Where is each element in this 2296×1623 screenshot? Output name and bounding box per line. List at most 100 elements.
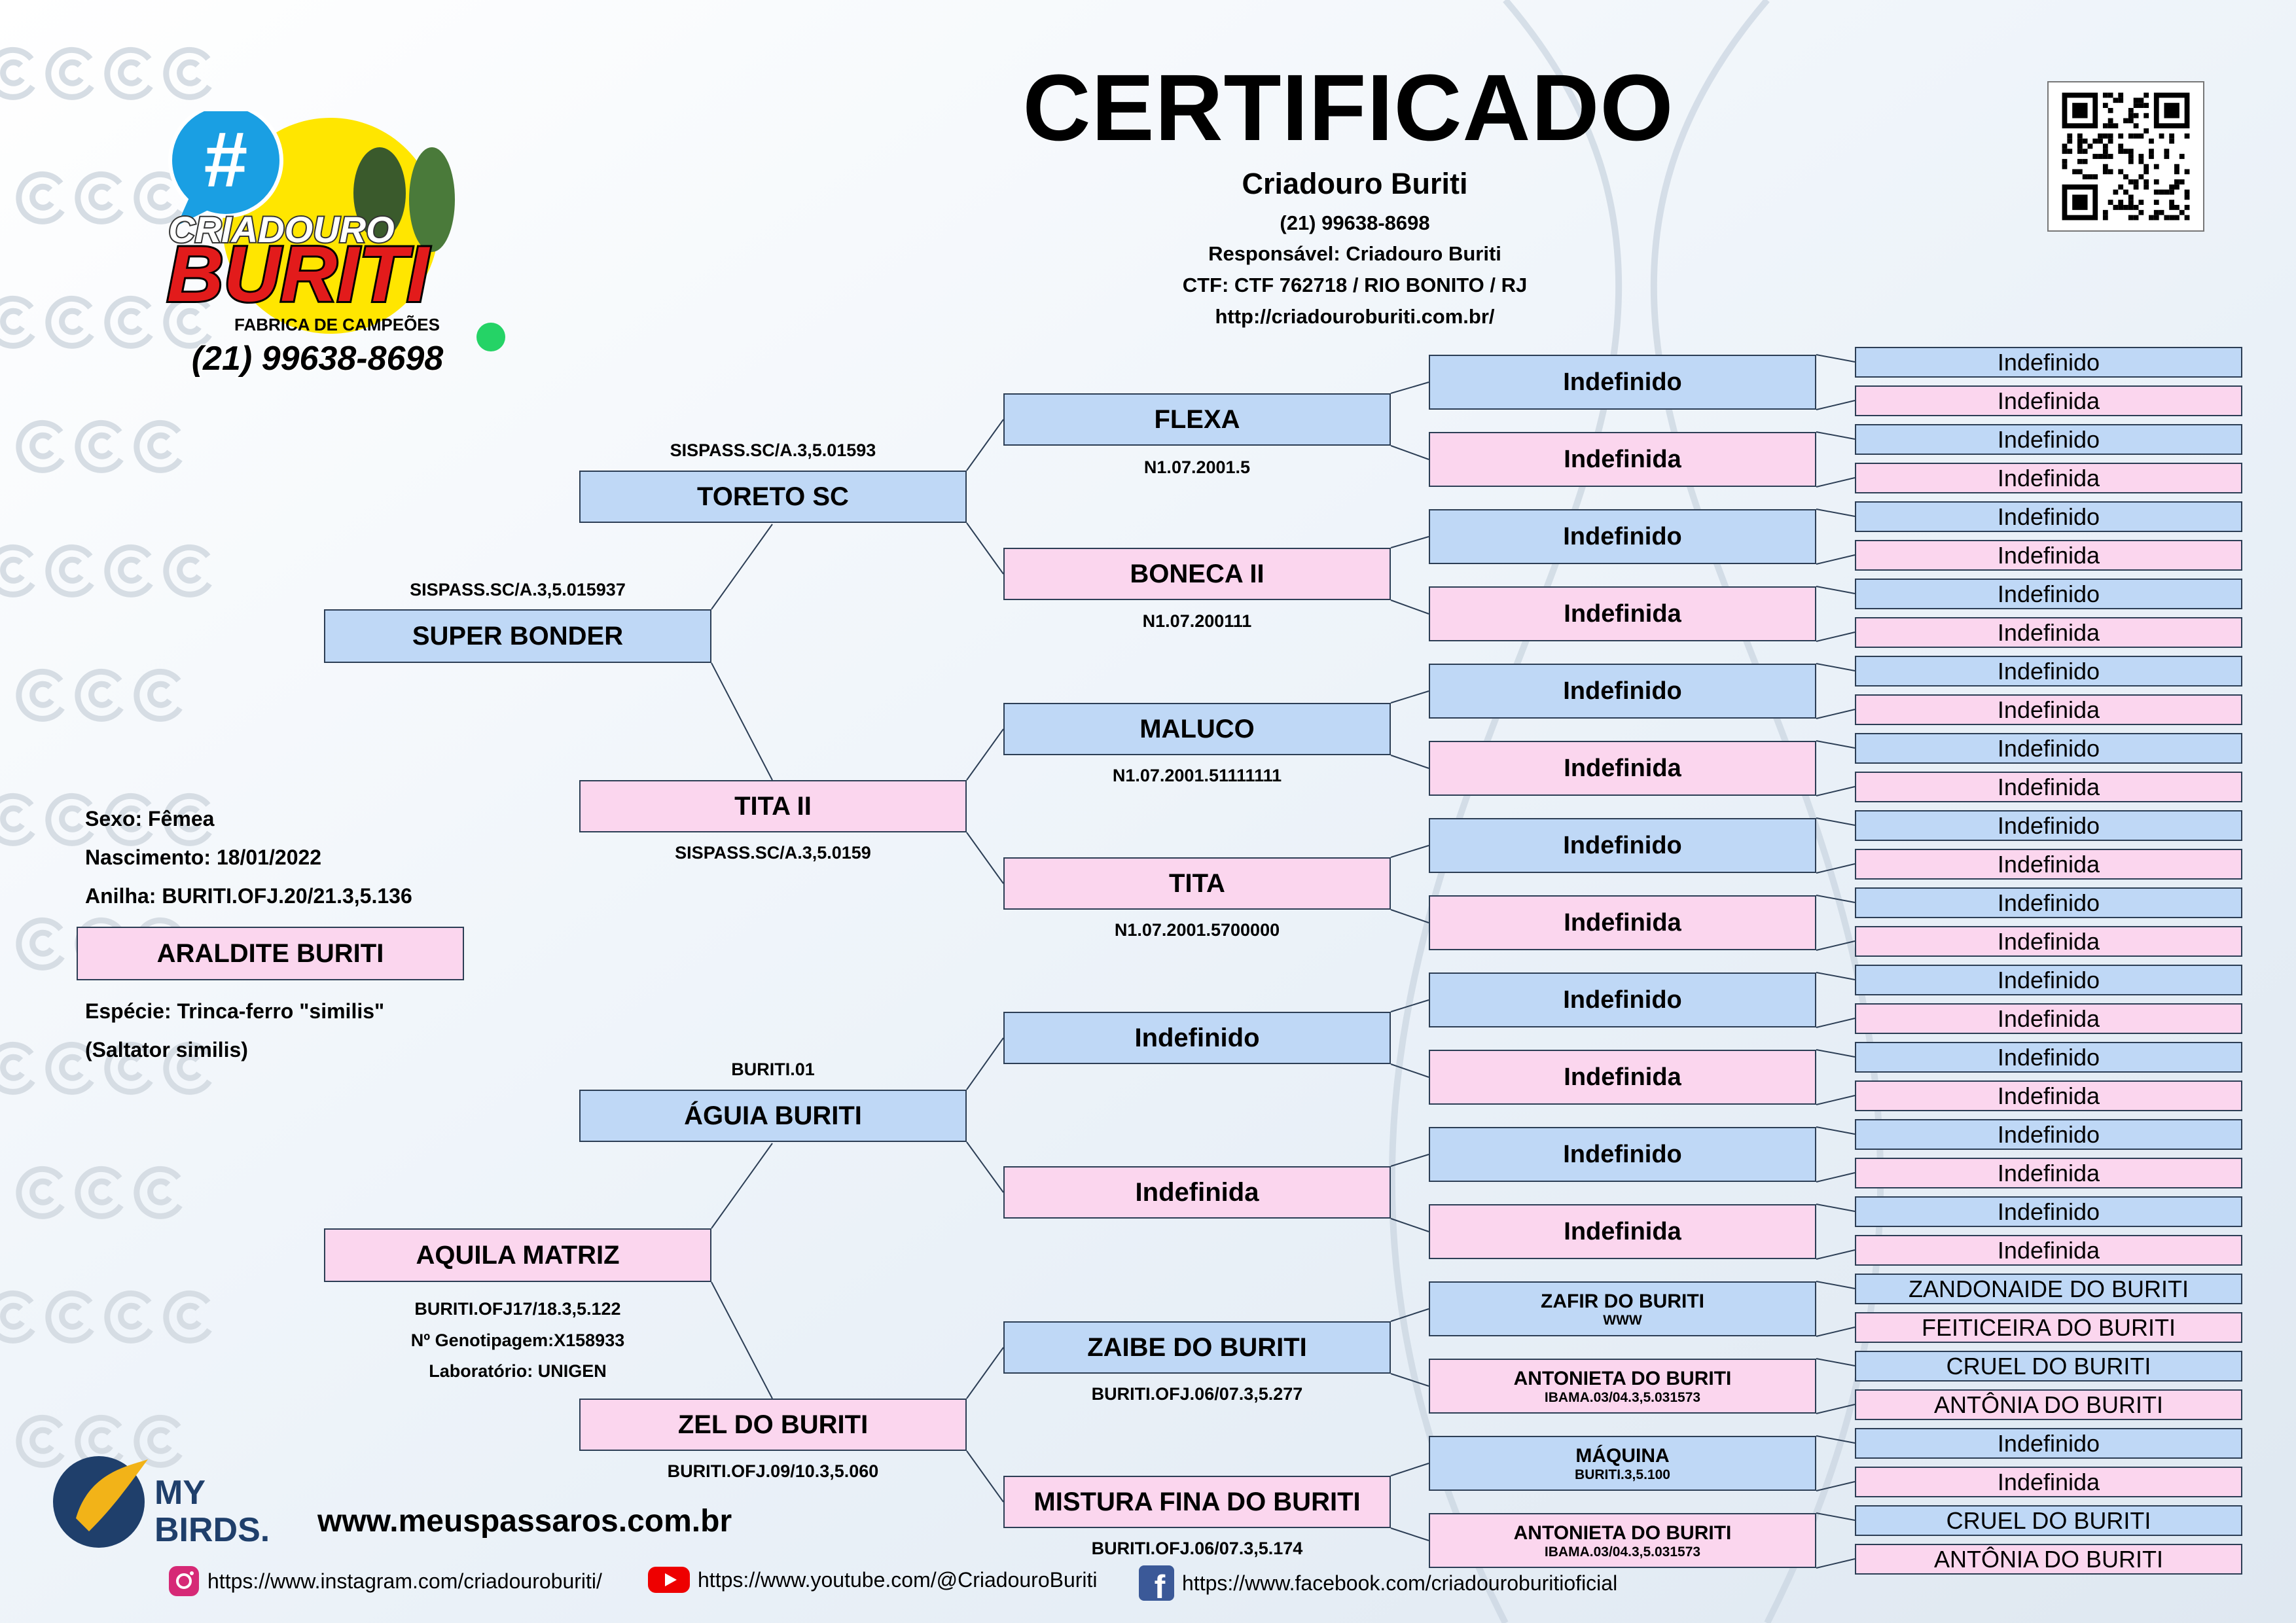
gen5-box: Indefinida [1855, 463, 2242, 493]
gen3-ring: N1.07.2001.5 [1143, 457, 1251, 477]
gen5-box: Indefinida [1855, 772, 2242, 802]
father-ring: SISPASS.SC/A.3,5.015937 [410, 580, 626, 599]
gen4-box: Indefinida [1429, 741, 1816, 796]
gen4-box: ANTONIETA DO BURITI IBAMA.03/04.3,5.0315… [1429, 1359, 1816, 1414]
gen5-box: Indefinido [1855, 887, 2242, 918]
gen4-box: MÁQUINA BURITI.3,5.100 [1429, 1436, 1816, 1491]
gen4-box: Indefinida [1429, 586, 1816, 641]
breeder-ctf: CTF: CTF 762718 / RIO BONITO / RJ [1182, 274, 1528, 296]
gen3-box: Indefinida [1003, 1166, 1391, 1219]
gen5-box: Indefinido [1855, 965, 2242, 995]
mother-box: AQUILA MATRIZ [324, 1228, 711, 1282]
gen5-box: Indefinida [1855, 1467, 2242, 1497]
gen4-box: ANTONIETA DO BURITI IBAMA.03/04.3,5.0315… [1429, 1513, 1816, 1568]
gen3-box: Indefinido [1003, 1012, 1391, 1064]
svg-text:f: f [1155, 1569, 1166, 1602]
mother-genotyping: Nº Genotipagem:X158933 [410, 1330, 625, 1350]
gen4-box: Indefinido [1429, 509, 1816, 564]
gen5-box: Indefinido [1855, 579, 2242, 609]
svg-text:BURITI: BURITI [167, 230, 431, 318]
gen5-box: ANTÔNIA DO BURITI [1855, 1389, 2242, 1420]
bird-species: Espécie: Trinca-ferro "similis" [85, 999, 385, 1023]
gen5-box: Indefinida [1855, 540, 2242, 571]
facebook-link[interactable]: f https://www.facebook.com/criadouroburi… [1138, 1564, 1617, 1602]
gen4-name: MÁQUINA [1575, 1445, 1670, 1467]
gen5-box: FEITICEIRA DO BURITI [1855, 1312, 2242, 1343]
breeder-responsible: Responsável: Criadouro Buriti [1208, 242, 1501, 265]
instagram-link[interactable]: https://www.instagram.com/criadouroburit… [167, 1564, 602, 1598]
gen5-box: Indefinido [1855, 501, 2242, 532]
youtube-link[interactable]: https://www.youtube.com/@CriadouroBuriti [647, 1564, 1098, 1596]
gen5-box: CRUEL DO BURITI [1855, 1505, 2242, 1536]
svg-text:CRIADOURO: CRIADOURO [168, 209, 394, 250]
gen2-box: TITA II [579, 780, 967, 832]
breeder-name: Criadouro Buriti [1242, 167, 1468, 200]
gen4-box: Indefinido [1429, 664, 1816, 719]
gen3-box: MALUCO [1003, 703, 1391, 755]
gen2-box: ÁGUIA BURITI [579, 1090, 967, 1142]
gen3-ring: BURITI.OFJ.06/07.3,5.277 [1091, 1384, 1303, 1404]
gen5-box: Indefinido [1855, 347, 2242, 378]
youtube-icon [648, 1567, 690, 1593]
svg-text:MY: MY [154, 1474, 206, 1512]
youtube-url: https://www.youtube.com/@CriadouroBuriti [698, 1567, 1098, 1592]
gen4-box: Indefinido [1429, 972, 1816, 1027]
certificate-title: CERTIFICADO [1022, 55, 1674, 160]
bird-scientific-name: (Saltator similis) [85, 1038, 248, 1061]
gen3-ring: N1.07.2001.51111111 [1112, 766, 1282, 785]
gen4-name: ANTONIETA DO BURITI [1513, 1522, 1732, 1544]
gen5-box: Indefinida [1855, 926, 2242, 957]
gen5-box: CRUEL DO BURITI [1855, 1351, 2242, 1382]
gen5-box: Indefinido [1855, 1042, 2242, 1073]
gen5-box: Indefinida [1855, 385, 2242, 416]
gen4-ring: IBAMA.03/04.3,5.031573 [1544, 1544, 1701, 1560]
criadouro-buriti-logo: # CRIADOURO BURITI FABRICA DE CAMPEÕES (… [165, 111, 505, 379]
gen4-box: Indefinido [1429, 1127, 1816, 1182]
website-link[interactable]: www.meuspassaros.com.br [317, 1504, 732, 1539]
gen2-ring: SISPASS.SC/A.3,5.0159 [675, 843, 871, 863]
gen3-box: ZAIBE DO BURITI [1003, 1321, 1391, 1374]
gen4-box: Indefinido [1429, 818, 1816, 873]
gen5-box: ANTÔNIA DO BURITI [1855, 1544, 2242, 1575]
gen5-box: Indefinida [1855, 1235, 2242, 1266]
svg-text:#: # [204, 116, 248, 204]
gen5-box: Indefinida [1855, 617, 2242, 648]
gen4-box: Indefinida [1429, 1204, 1816, 1259]
gen3-ring: BURITI.OFJ.06/07.3,5.174 [1091, 1539, 1303, 1558]
facebook-url: https://www.facebook.com/criadouroburiti… [1182, 1571, 1618, 1595]
gen3-box: FLEXA [1003, 393, 1391, 446]
instagram-url: https://www.instagram.com/criadouroburit… [207, 1569, 602, 1593]
gen5-box: Indefinido [1855, 424, 2242, 455]
gen4-box: Indefinida [1429, 432, 1816, 487]
gen5-box: Indefinido [1855, 1196, 2242, 1227]
gen4-box: Indefinida [1429, 895, 1816, 950]
bird-ring: Anilha: BURITI.OFJ.20/21.3,5.136 [85, 884, 412, 908]
gen5-box: Indefinido [1855, 733, 2242, 764]
gen5-box: Indefinido [1855, 1428, 2242, 1459]
gen2-box: ZEL DO BURITI [579, 1399, 967, 1451]
breeder-phone: (21) 99638-8698 [1280, 211, 1430, 234]
bird-name: ARALDITE BURITI [77, 927, 464, 980]
gen2-box: TORETO SC [579, 471, 967, 523]
gen3-ring: N1.07.2001.5700000 [1114, 920, 1280, 940]
gen4-box: Indefinida [1429, 1050, 1816, 1105]
gen5-box: Indefinido [1855, 810, 2242, 841]
gen4-ring: BURITI.3,5.100 [1575, 1467, 1670, 1482]
gen5-box: Indefinida [1855, 1080, 2242, 1111]
breeder-url[interactable]: http://criadouroburiti.com.br/ [1215, 305, 1495, 328]
gen4-ring: WWW [1603, 1313, 1642, 1328]
mother-laboratory: Laboratório: UNIGEN [429, 1361, 607, 1381]
gen4-ring: IBAMA.03/04.3,5.031573 [1544, 1390, 1701, 1405]
svg-text:(21) 99638-8698: (21) 99638-8698 [192, 340, 444, 378]
gen3-box: TITA [1003, 857, 1391, 910]
gen3-box: BONECA II [1003, 548, 1391, 600]
mother-ring: BURITI.OFJ17/18.3,5.122 [414, 1299, 621, 1319]
gen2-ring: BURITI.01 [731, 1060, 815, 1079]
qr-code[interactable] [2047, 81, 2204, 232]
gen2-ring: BURITI.OFJ.09/10.3,5.060 [667, 1461, 879, 1481]
gen3-box: MISTURA FINA DO BURITI [1003, 1476, 1391, 1528]
gen5-box: Indefinida [1855, 849, 2242, 880]
gen5-box: ZANDONAIDE DO BURITI [1855, 1274, 2242, 1304]
gen4-name: ZAFIR DO BURITI [1541, 1291, 1704, 1312]
gen5-box: Indefinida [1855, 1003, 2242, 1034]
